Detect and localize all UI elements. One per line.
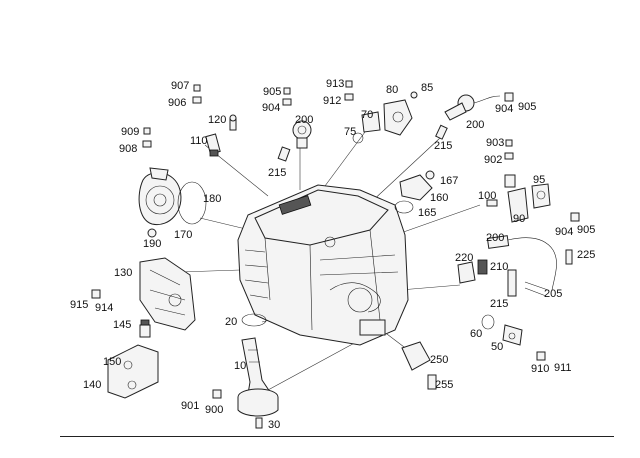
callout-904: 904 — [555, 226, 573, 238]
valve-50 — [502, 324, 523, 346]
callout-901: 901 — [181, 400, 199, 412]
callout-910: 910 — [531, 363, 549, 375]
callout-20: 20 — [225, 316, 237, 328]
bracket-140 — [107, 344, 159, 399]
callout-90: 90 — [513, 213, 525, 225]
ring-60 — [481, 314, 495, 330]
callout-200: 200 — [466, 119, 484, 131]
callout-180: 180 — [203, 193, 221, 205]
mount-250 — [401, 341, 431, 371]
callout-913: 913 — [326, 78, 344, 90]
callout-50: 50 — [491, 341, 503, 353]
sensor-160 — [399, 174, 433, 201]
callout-205: 205 — [544, 288, 562, 300]
callout-905: 905 — [577, 224, 595, 236]
callout-110: 110 — [190, 135, 208, 147]
callout-200: 200 — [295, 114, 313, 126]
callout-145: 145 — [113, 319, 131, 331]
bolt-190 — [147, 228, 157, 238]
callout-255: 255 — [435, 379, 453, 391]
connector-210 — [477, 259, 488, 275]
bolt-120 — [229, 114, 237, 131]
callout-905: 905 — [518, 101, 536, 113]
gasket-180 — [177, 181, 207, 225]
callout-907: 907 — [171, 80, 189, 92]
callout-labels: 907 906 905 904 913 912 80 85 904 905 12… — [70, 78, 595, 431]
callout-909: 909 — [121, 126, 139, 138]
bolt-255 — [427, 374, 437, 390]
sensor-200a — [292, 120, 312, 149]
bolt-85 — [410, 91, 418, 99]
sensor-90 — [504, 174, 529, 223]
callout-85: 85 — [421, 82, 433, 94]
callout-120: 120 — [208, 114, 226, 126]
callout-215: 215 — [490, 298, 508, 310]
bolt-167 — [425, 170, 435, 180]
sensor-220 — [457, 261, 476, 284]
callout-10: 10 — [234, 360, 246, 372]
callout-170: 170 — [174, 229, 192, 241]
cam-sensor-110 — [205, 133, 221, 157]
thermostat-housing-170 — [138, 167, 182, 226]
callout-150: 150 — [103, 356, 121, 368]
filter-housing-130 — [139, 257, 196, 331]
callout-915: 915 — [70, 299, 88, 311]
callout-100: 100 — [478, 190, 496, 202]
bolt-215b — [435, 124, 448, 140]
callout-250: 250 — [430, 354, 448, 366]
callout-905: 905 — [263, 86, 281, 98]
callout-167: 167 — [440, 175, 458, 187]
bolt-215a — [277, 146, 291, 162]
oil-filter-cap-30 — [237, 388, 279, 429]
bracket-95 — [531, 183, 551, 209]
callout-912: 912 — [323, 95, 341, 107]
callout-165: 165 — [418, 207, 436, 219]
oil-ring-20 — [241, 313, 267, 327]
callout-906: 906 — [168, 97, 186, 109]
engine-assembly — [237, 184, 409, 346]
callout-190: 190 — [143, 238, 161, 250]
callout-210: 210 — [490, 261, 508, 273]
bolt-100 — [486, 199, 498, 207]
callout-914: 914 — [95, 302, 113, 314]
callout-911: 911 — [554, 362, 572, 374]
bottom-rule — [60, 436, 614, 437]
callout-95: 95 — [533, 174, 545, 186]
callout-904: 904 — [262, 102, 280, 114]
sensor-200c — [486, 235, 557, 291]
callout-908: 908 — [119, 143, 137, 155]
callout-220: 220 — [455, 252, 473, 264]
callout-60: 60 — [470, 328, 482, 340]
connector-70 — [361, 111, 381, 133]
callout-900: 900 — [205, 404, 223, 416]
ring-165 — [394, 200, 414, 214]
callout-215: 215 — [268, 167, 286, 179]
housing-80 — [383, 99, 413, 136]
callout-160: 160 — [430, 192, 448, 204]
callout-200: 200 — [486, 232, 504, 244]
ring-75 — [352, 132, 364, 144]
plug-145 — [139, 319, 151, 338]
callout-75: 75 — [344, 126, 356, 138]
callout-904: 904 — [495, 103, 513, 115]
bolt-215c — [507, 269, 517, 297]
callout-70: 70 — [361, 109, 373, 121]
callout-130: 130 — [114, 267, 132, 279]
callout-225: 225 — [577, 249, 595, 261]
callout-903: 903 — [486, 137, 504, 149]
plug-225 — [565, 249, 573, 265]
callout-30: 30 — [268, 419, 280, 431]
sensor-200b — [444, 94, 501, 121]
callout-140: 140 — [83, 379, 101, 391]
callout-80: 80 — [386, 84, 398, 96]
fastener-symbols — [91, 80, 580, 399]
tube-205 — [524, 281, 549, 297]
callout-215: 215 — [434, 140, 452, 152]
callout-902: 902 — [484, 154, 502, 166]
